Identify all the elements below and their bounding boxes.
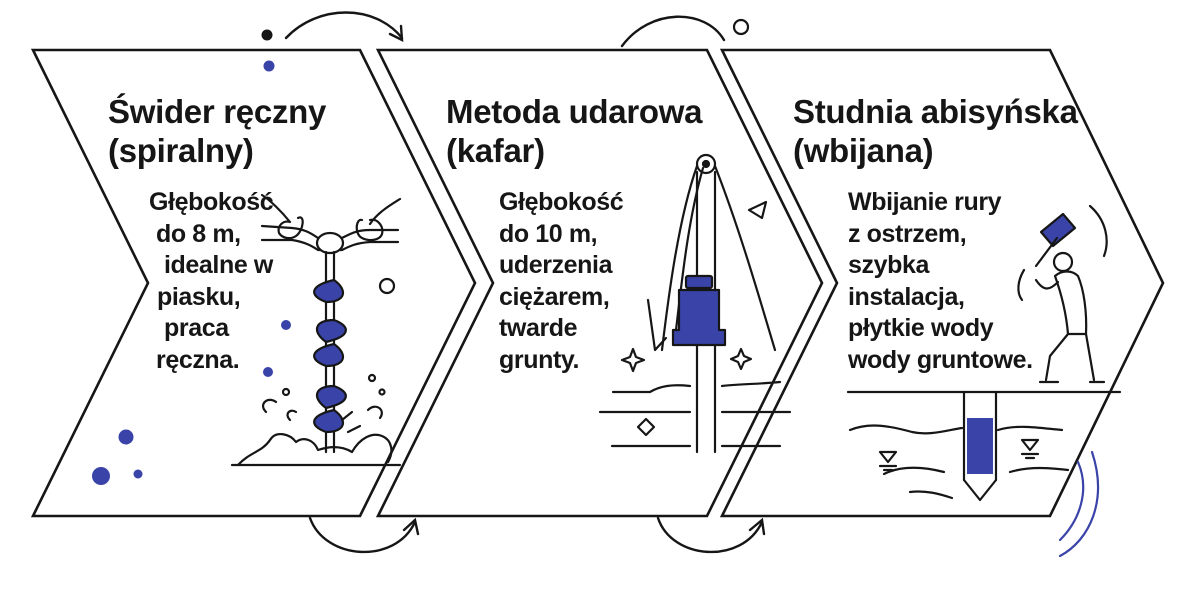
panel-2-desc-line: grunty. [499, 345, 580, 374]
panel-2-title: Metoda udarowa (kafar) [446, 92, 702, 170]
panel-3-title-line: Studnia abisyńska [793, 93, 1078, 130]
panel-2-title-line: (kafar) [446, 132, 545, 169]
panel-1-title: Świder ręczny (spiralny) [108, 92, 326, 170]
panel-1-desc-line: Głębokość [149, 188, 274, 216]
panel-3-desc-line: z ostrzem, [848, 219, 967, 248]
hand-auger-icon [230, 193, 402, 467]
panel-3-desc-line: płytkie wody [848, 314, 994, 342]
panel-1-desc-line: piasku, [157, 282, 241, 311]
panel-2-desc-line: do 10 m, [499, 219, 598, 248]
panel-3-desc-line: wody gruntowe. [848, 345, 1033, 374]
panel-1-title-line: Świder ręczny [108, 93, 327, 130]
panel-2-description: Głębokość do 10 m, uderzenia ciężarem, t… [499, 187, 624, 376]
chevron-shape-3 [719, 48, 1165, 518]
panel-1-title-line: (spiralny) [108, 132, 254, 169]
arrow-top-1-icon [284, 11, 404, 43]
arrow-bottom-2-icon [656, 516, 766, 554]
panel-3-title: Studnia abisyńska (wbijana) [793, 92, 1078, 170]
panel-2-desc-line: uderzenia [499, 251, 613, 279]
panel-2-desc-line: twarde [499, 314, 578, 342]
panel-2-title-line: Metoda udarowa [446, 93, 703, 130]
panel-3-desc-line: instalacja, [848, 282, 965, 311]
panel-3-desc-line: szybka [848, 251, 929, 279]
arrow-top-2-icon [620, 15, 726, 48]
panel-3-description: Wbijanie rury z ostrzem, szybka instalac… [848, 187, 1033, 376]
panel-2-desc-line: ciężarem, [499, 282, 610, 311]
pile-driver-icon [598, 153, 792, 454]
panel-1-description: Głębokość do 8 m, idealne w piasku, prac… [149, 187, 274, 376]
chevron-shape-1 [30, 48, 477, 518]
panel-1-desc-line: ręczna. [156, 345, 240, 374]
driven-well-icon [846, 204, 1122, 558]
arrow-bottom-1-icon [308, 516, 420, 554]
panel-2-desc-line: Głębokość [499, 188, 624, 216]
panel-1-desc-line: idealne w [164, 251, 273, 279]
panel-1-desc-line: praca [164, 314, 229, 342]
panel-1-desc-line: do 8 m, [156, 219, 241, 248]
panel-3-title-line: (wbijana) [793, 132, 934, 169]
chevron-shape-2 [375, 48, 824, 518]
decorative-dots [92, 18, 750, 485]
panel-3-desc-line: Wbijanie rury [848, 188, 1002, 216]
